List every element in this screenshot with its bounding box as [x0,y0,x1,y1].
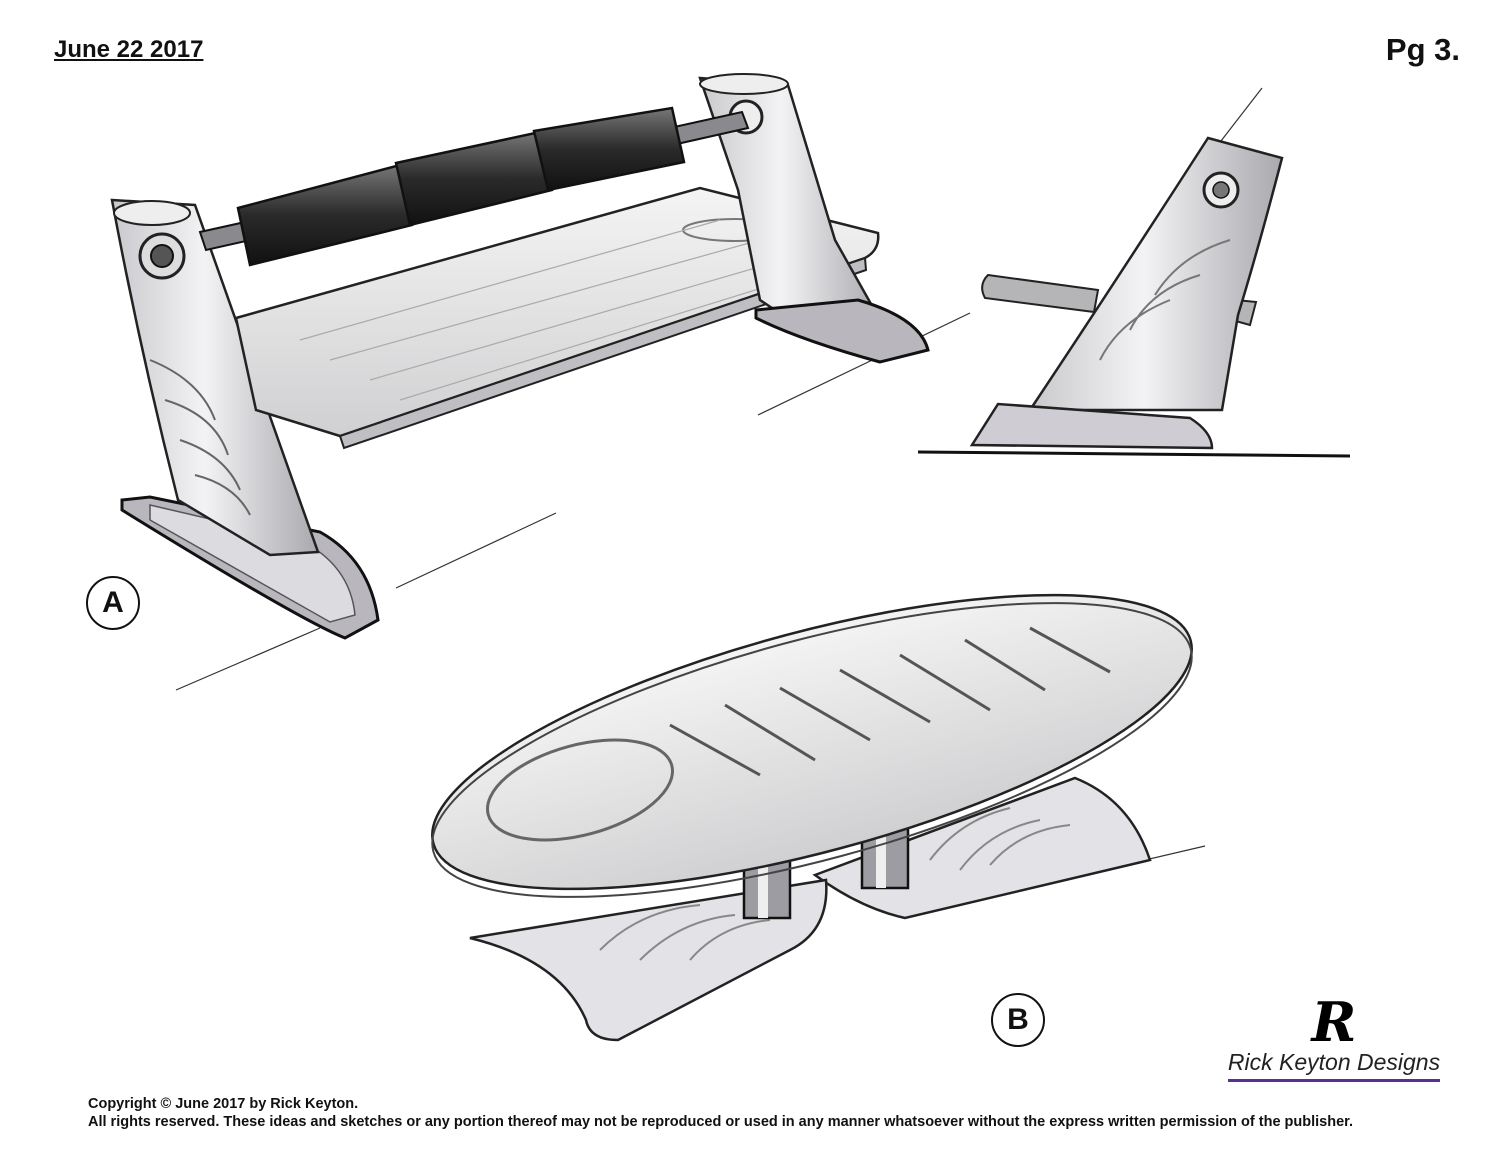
copyright-line: Copyright © June 2017 by Rick Keyton. [88,1096,359,1112]
side-view-sketch [917,87,1351,458]
brand-name: Rick Keyton Designs [1227,1049,1441,1082]
brand-logo: R Rick Keyton Designs [1214,995,1454,1082]
copyright-notice: Copyright © June 2017 by Rick Keyton. Al… [88,1095,1353,1131]
date-heading: June 22 2017 [54,36,204,63]
sketch-b-table [431,593,1206,1042]
brand-monogram: R [1311,990,1357,1054]
page-number: Pg 3. [1385,32,1460,67]
sketch-label-b: B [991,993,1045,1047]
sketch-label-a: A [86,576,140,630]
sketch-a-bench [110,73,971,691]
rights-line: All rights reserved. These ideas and ske… [88,1114,1354,1130]
